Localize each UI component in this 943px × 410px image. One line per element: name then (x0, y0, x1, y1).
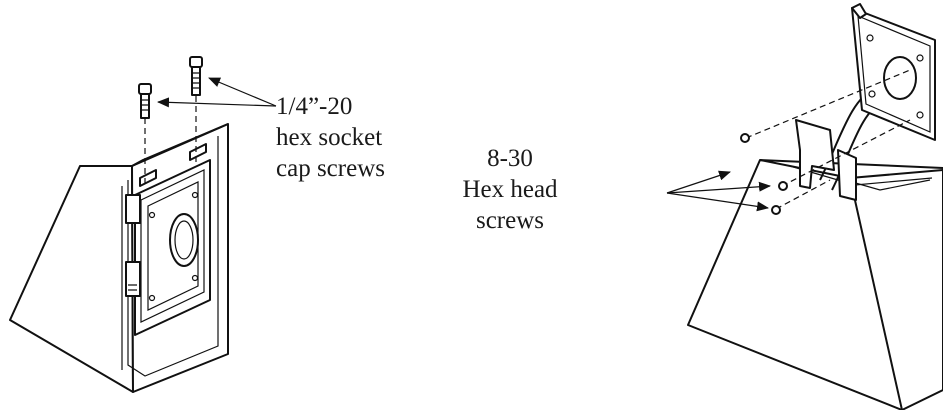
leader-arrow (208, 77, 277, 107)
hex-screw-icon (740, 133, 788, 215)
hex-screws-name: screws (475, 207, 545, 234)
cap-screw-icon (189, 56, 203, 96)
vesa-plate (851, 3, 936, 141)
right-stand-assembly (666, 3, 943, 410)
leader-arrow (157, 97, 277, 108)
cap-screws-size: 1/4”-20 (276, 93, 353, 120)
hex-screws-label: 8-30 Hex head screws (430, 143, 590, 236)
hex-screws-type: Hex head (462, 176, 558, 203)
hex-screws-size: 8-30 (487, 145, 533, 172)
leader-arrow (666, 181, 771, 194)
left-stand-assembly (9, 56, 277, 393)
leader-arrow (666, 192, 769, 212)
cap-screws-type: hex socket (276, 124, 383, 151)
vesa-plate (125, 143, 211, 336)
cap-screws-label: 1/4”-20 hex socket cap screws (276, 91, 385, 184)
cap-screws-name: cap screws (276, 155, 385, 182)
cap-screw-icon (138, 83, 152, 119)
leader-arrow (666, 170, 731, 194)
